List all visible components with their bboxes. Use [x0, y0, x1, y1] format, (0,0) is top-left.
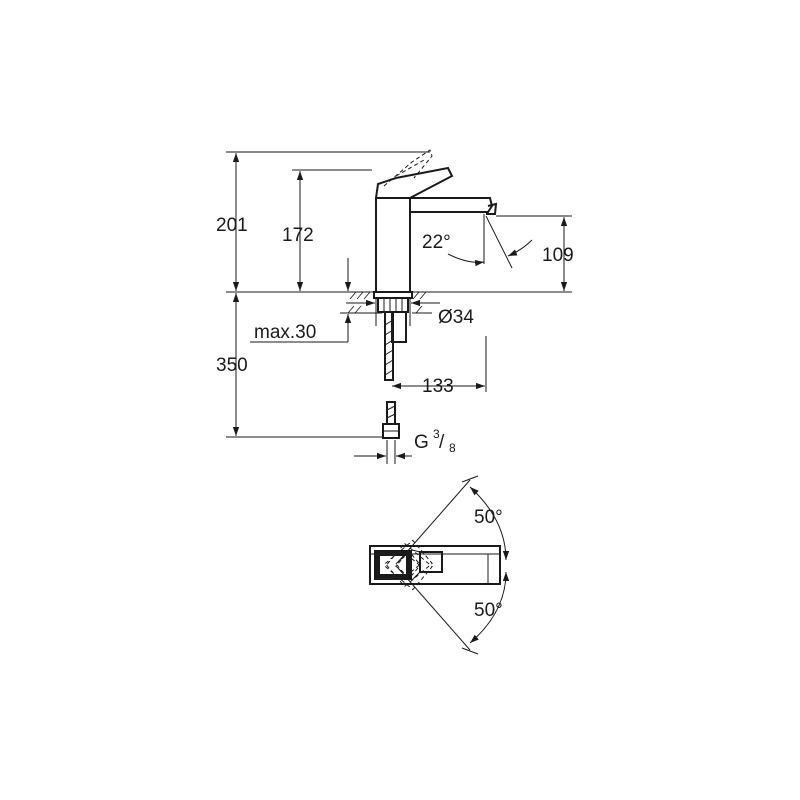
side-view: 201 172 109 22° Ø34 [216, 149, 574, 464]
dim-max-thickness: max.30 [250, 258, 352, 343]
dim-hole-diameter: Ø34 [346, 298, 474, 328]
label-connection-numerator: 3 [433, 427, 440, 441]
label-max-30: max.30 [254, 322, 316, 343]
mounting-assembly [373, 291, 413, 439]
label-350: 350 [216, 355, 248, 376]
dim-connection: G 3 / 8 [354, 427, 456, 464]
label-201: 201 [216, 215, 248, 236]
label-109: 109 [542, 245, 574, 266]
arc-swivel-left [469, 486, 510, 561]
lever-handle [375, 166, 454, 199]
supply-hose-lower [386, 401, 396, 425]
dim-spout-height: 172 [282, 169, 372, 291]
dim-spray-angle: 22° [422, 214, 533, 269]
worktop-hatching [347, 291, 427, 314]
label-connection-denominator: 8 [449, 441, 456, 455]
spout [410, 197, 494, 213]
tap-body [375, 149, 498, 293]
top-view: 50° 50° [369, 475, 510, 655]
label-connection-g: G [414, 432, 429, 453]
supply-hose-upper [384, 311, 394, 381]
arc-swivel-right [469, 571, 510, 644]
dim-total-height: 201 [216, 151, 430, 291]
dim-reach: 133 [392, 336, 487, 397]
label-22-deg: 22° [422, 232, 451, 253]
lever-cap-square [419, 551, 443, 573]
label-diameter-34: Ø34 [438, 307, 474, 328]
label-50-deg-lower: 50° [474, 600, 503, 621]
svg-text:/: / [439, 432, 445, 453]
lever-open-position [383, 149, 433, 187]
label-172: 172 [282, 225, 314, 246]
dim-hose-length: 350 [216, 293, 382, 438]
lever-swivel-down [384, 542, 433, 591]
aerator [486, 202, 498, 215]
tap-top-outline [369, 545, 501, 585]
label-133: 133 [422, 376, 454, 397]
label-50-deg-upper: 50° [474, 507, 503, 528]
dim-outlet-height: 109 [496, 215, 574, 291]
